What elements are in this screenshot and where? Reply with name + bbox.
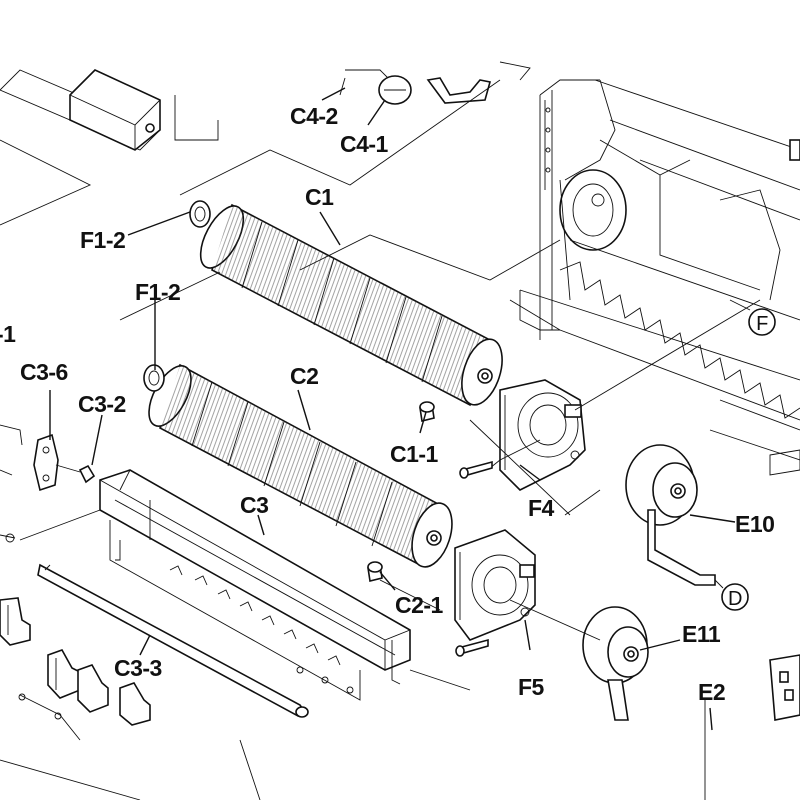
marker-f-letter: F — [756, 313, 768, 335]
label-c3: C3 — [240, 492, 268, 518]
reference-marker-d: D — [721, 583, 749, 611]
label-c2-1: C2-1 — [395, 592, 444, 618]
top-left-panel — [0, 69, 219, 226]
motor-mount-f5 — [454, 529, 536, 657]
fan-c2 — [143, 363, 453, 568]
label-c1: C1 — [305, 184, 334, 210]
motor-mount-f4 — [459, 299, 761, 491]
c4-motor-group — [339, 61, 531, 105]
label-c3-6: C3-6 — [20, 359, 68, 385]
bottom-left-clips — [0, 597, 261, 800]
marker-d-letter: D — [728, 588, 742, 610]
label-f1-2-mid: F1-2 — [135, 279, 180, 305]
reference-marker-f: F — [748, 308, 776, 336]
label-c2: C2 — [290, 363, 318, 389]
label-e2: E2 — [698, 679, 725, 705]
label-c3-2: C3-2 — [78, 391, 126, 417]
label-f4: F4 — [528, 495, 555, 521]
label-e11: E11 — [682, 621, 721, 647]
fan-motor-e10 — [625, 444, 724, 589]
label-f5: F5 — [518, 674, 545, 700]
label-f1-2-top: F1-2 — [80, 227, 125, 253]
screws-c1-c2 — [367, 401, 435, 582]
label-c3-3: C3-3 — [114, 655, 162, 681]
label-c1-1: C1-1 — [390, 441, 439, 467]
pcb-e2 — [704, 654, 800, 800]
chassis-housing — [509, 79, 800, 476]
left-bracket-c3-6 — [0, 424, 101, 543]
label-c4-2: C4-2 — [290, 103, 338, 129]
label-e10: E10 — [735, 511, 774, 537]
fan-motor-e11 — [582, 606, 649, 721]
labels: C4-2 C4-1 C1 F1-2 F1-2 C2 C3-6 C3-2 C1-1… — [0, 103, 775, 705]
fan-c1 — [189, 200, 503, 407]
label-c4-1: C4-1 — [340, 131, 389, 157]
leader-lines — [49, 79, 751, 731]
label-cut-left: -1 — [0, 321, 16, 347]
